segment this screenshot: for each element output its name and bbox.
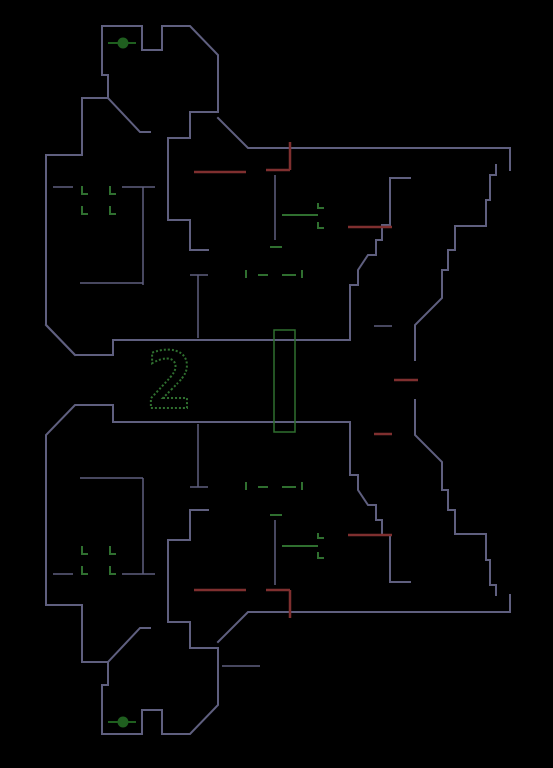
doors-lower: [194, 432, 392, 618]
central-zone: [273, 329, 296, 433]
outer-walls-upper: [44, 25, 511, 361]
map-label: 2: [147, 337, 194, 427]
interior-walls-upper: [53, 175, 416, 381]
outer-walls-lower: [45, 399, 511, 735]
markers-lower: [81, 482, 324, 575]
interior-walls-lower: [53, 424, 392, 585]
spawn-lower: [108, 716, 136, 728]
spawn-upper: [108, 37, 136, 49]
player-start-icon: [117, 716, 129, 728]
doors-upper: [194, 142, 418, 382]
markers-upper: [81, 186, 324, 278]
player-start-icon: [117, 37, 129, 49]
